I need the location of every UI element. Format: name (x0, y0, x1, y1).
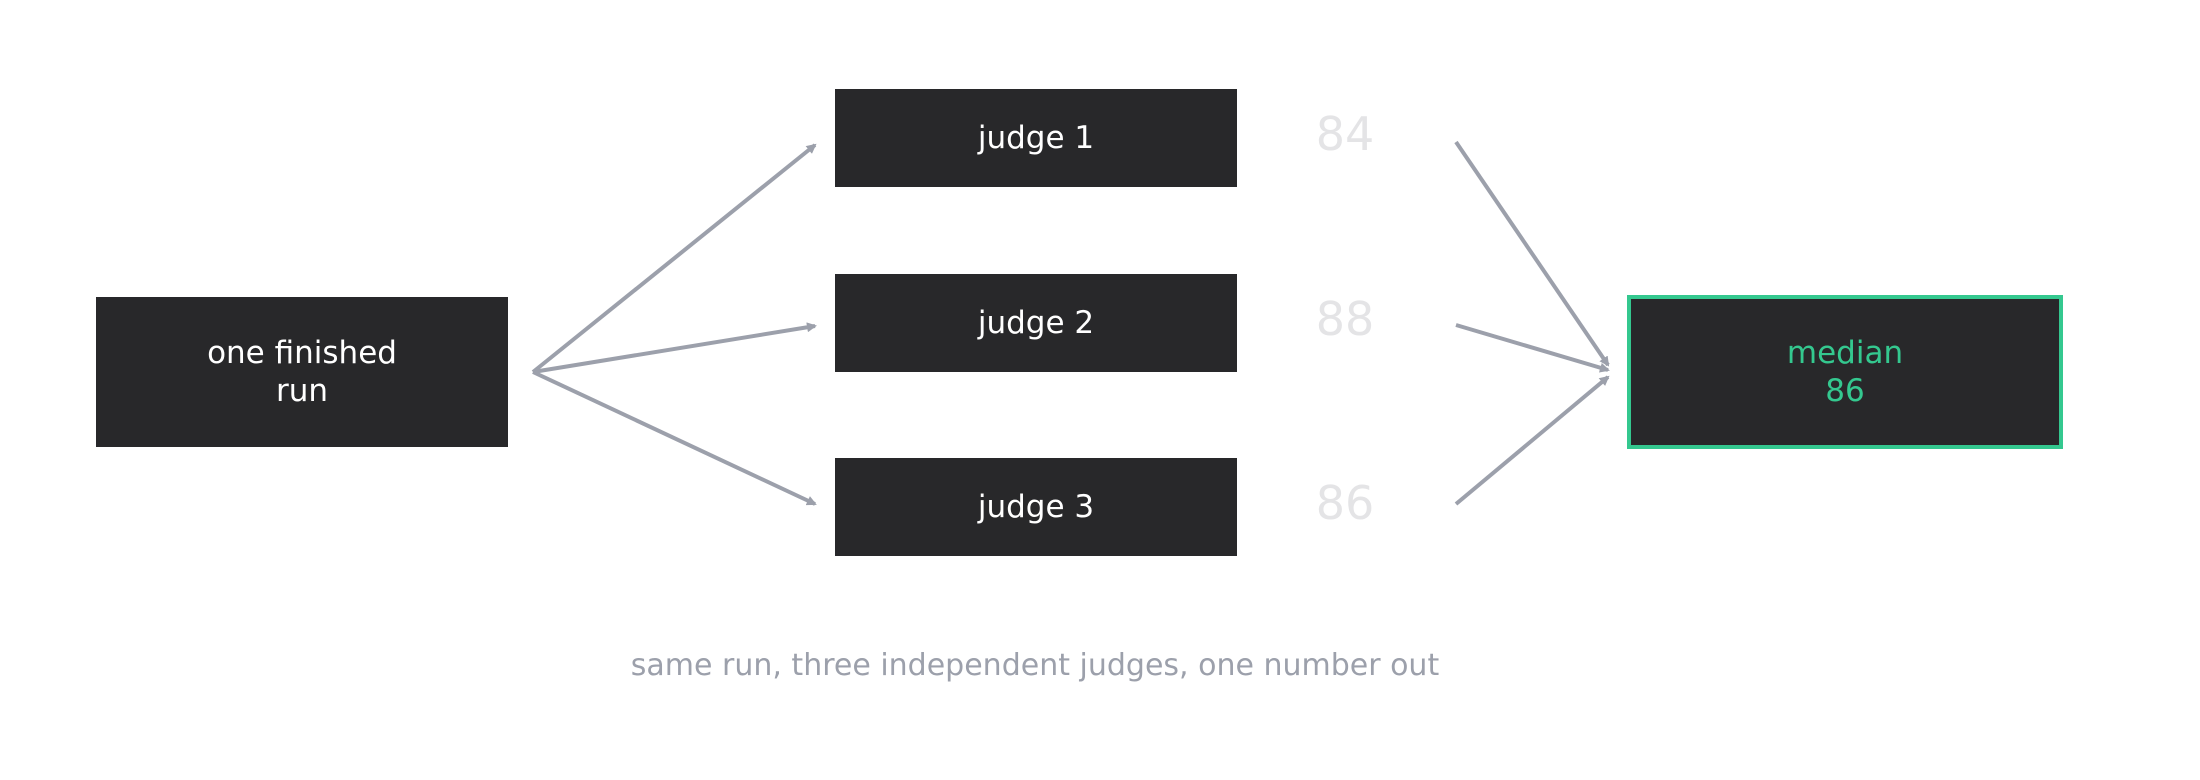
caption-text: same run, three independent judges, one … (630, 648, 1440, 683)
arrow-judge-2-to-median (1455, 323, 1610, 373)
judge-3-node: judge 3 (835, 458, 1237, 556)
judge-2-score: 88 (1315, 292, 1375, 346)
median-label: median (1786, 335, 1904, 371)
judge-1-label: judge 1 (977, 120, 1095, 156)
judge-3-score: 86 (1315, 476, 1375, 530)
judge-1-node: judge 1 (835, 89, 1237, 187)
source-run-label: one finished run (207, 335, 397, 409)
arrow-judge-1-to-median (1454, 140, 1610, 367)
judge-2-node: judge 2 (835, 274, 1237, 372)
judge-1-score: 84 (1315, 107, 1375, 161)
judge-3-label: judge 3 (977, 489, 1095, 525)
source-run-node: one finished run (96, 297, 508, 447)
arrow-source-to-judge-1 (531, 143, 817, 374)
arrow-source-to-judge-2 (532, 322, 817, 374)
arrow-judge-3-to-median (1454, 375, 1610, 506)
median-value: 86 (1825, 373, 1865, 409)
arrow-source-to-judge-3 (532, 370, 817, 506)
diagram-caption: same run, three independent judges, one … (0, 648, 2070, 683)
median-node: median 86 (1627, 295, 2063, 449)
judge-2-label: judge 2 (977, 305, 1095, 341)
